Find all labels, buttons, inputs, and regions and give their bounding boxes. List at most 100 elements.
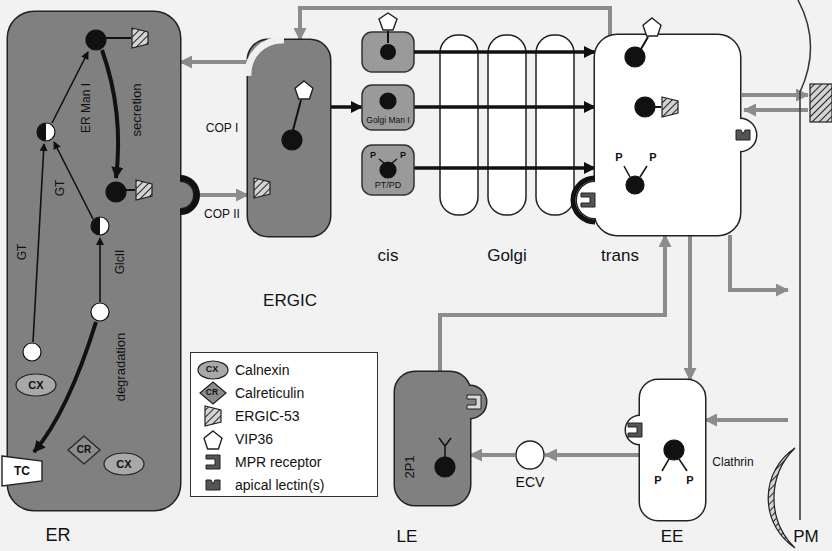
calnexin: CX <box>104 453 144 475</box>
transport-arrow <box>470 453 515 457</box>
vesicle-shape <box>516 441 544 469</box>
compartment-fill <box>8 12 180 510</box>
node-text: EE <box>661 528 684 545</box>
region-label: cis <box>378 247 399 264</box>
node-shape <box>248 40 330 236</box>
glycoprotein-dot <box>625 47 645 67</box>
compartment-fill <box>640 380 705 520</box>
compartment-outline <box>626 416 654 444</box>
pathway-line <box>99 238 101 302</box>
legend-text: ERGIC-53 <box>235 409 300 423</box>
transport-arrow <box>545 453 640 457</box>
legend-sample <box>198 361 228 379</box>
node-text: ECV <box>516 475 545 489</box>
node-text: CR <box>77 445 91 455</box>
node-shape <box>8 12 180 510</box>
node-text: P <box>649 152 656 163</box>
half-dot <box>91 217 100 235</box>
node-shape <box>788 0 832 551</box>
glycoprotein-dot <box>435 457 455 477</box>
legend-sample <box>204 431 222 449</box>
pathway-line <box>54 142 93 219</box>
glycoprotein-dot <box>37 123 55 141</box>
node-text: GT <box>54 180 66 197</box>
transport-arrow <box>705 418 788 422</box>
glycoprotein-dot <box>23 343 41 361</box>
node-shape <box>640 380 705 520</box>
glycoprotein-dot <box>380 162 396 178</box>
golgi-cisterna <box>536 35 574 215</box>
pathway-line <box>662 459 669 471</box>
node-text: GlcII <box>114 250 126 275</box>
early-endosome: PPEE <box>640 380 705 520</box>
clathrin-coat <box>768 448 795 548</box>
node-text: P <box>370 151 376 160</box>
compartment-outline <box>454 386 486 418</box>
pathway-line <box>293 100 301 130</box>
pathway-line <box>33 144 44 342</box>
carrier-vesicle: ECV <box>515 440 545 470</box>
legend-sample <box>200 382 226 404</box>
compartment-outline <box>724 119 756 151</box>
transport-arrow <box>688 235 692 380</box>
golgi-cisterna <box>488 35 526 215</box>
transport-arrow <box>414 50 595 54</box>
calreticulin-shape <box>68 436 100 464</box>
golgi-cisterna <box>440 35 478 215</box>
vip36-lectin <box>643 18 661 36</box>
legend-text: Calnexin <box>235 363 289 377</box>
apical-carrier <box>810 84 832 122</box>
glycoprotein-dot <box>380 93 396 109</box>
pathway-line <box>379 159 384 163</box>
ergic53-lectin <box>136 180 152 200</box>
transport-arrow <box>330 105 362 109</box>
transport-arrow <box>414 166 595 170</box>
golgi-vesicle-shape <box>362 145 414 195</box>
calreticulin: CR <box>68 436 100 464</box>
pathway-curve <box>573 178 595 222</box>
legend-text: Calreticulin <box>235 386 304 400</box>
compartment-fill <box>248 40 330 236</box>
glycoprotein-dot <box>664 440 684 460</box>
transport-arrow <box>300 8 610 40</box>
apical-lectin <box>736 130 750 140</box>
compartment-fill <box>577 182 613 218</box>
apical-lectin <box>206 480 220 490</box>
calnexin-icon <box>198 361 228 379</box>
glycoprotein-dot <box>626 176 644 194</box>
transport-arrow <box>440 235 665 372</box>
pathway-line <box>624 166 630 177</box>
transport-arrow <box>414 105 595 109</box>
icon-text: CX <box>206 365 219 374</box>
mpr-receptor <box>581 193 595 207</box>
icon-text: CR <box>206 388 218 397</box>
node-text: P <box>615 152 622 163</box>
er-compartment: ERsecretionER Man IGTGTGlcIIdegradationC… <box>8 12 180 510</box>
compartment-fill <box>167 182 193 208</box>
node-text: P <box>400 151 406 160</box>
legend-text: apical lectin(s) <box>235 478 324 492</box>
pathway-line <box>125 189 135 191</box>
golgi-vesicle: Golgi Man I <box>362 85 414 130</box>
glycoprotein-dot <box>380 44 396 60</box>
pathway-curve <box>102 50 118 178</box>
glycan-link <box>387 31 389 43</box>
mpr-receptor <box>467 395 481 409</box>
transport-arrow <box>730 235 788 290</box>
translocon-shape <box>2 456 42 486</box>
compartment-outline <box>595 35 740 235</box>
calnexin-shape <box>104 453 144 475</box>
legend-sample <box>206 455 220 469</box>
legend-text: MPR receptor <box>235 455 321 469</box>
pathway-line <box>640 166 647 177</box>
ergic53-lectin <box>662 97 678 117</box>
golgi-vesicle-shape <box>362 85 414 130</box>
pathway-curve <box>180 178 197 212</box>
node-text: PT/PD <box>375 181 402 190</box>
node-text: CX <box>116 459 131 470</box>
node-text: CX <box>28 380 43 391</box>
transport-arrow <box>180 60 248 64</box>
trans-golgi: PPtrans <box>595 35 740 235</box>
compartment-fill <box>595 35 740 235</box>
pathway-curve <box>248 40 284 76</box>
